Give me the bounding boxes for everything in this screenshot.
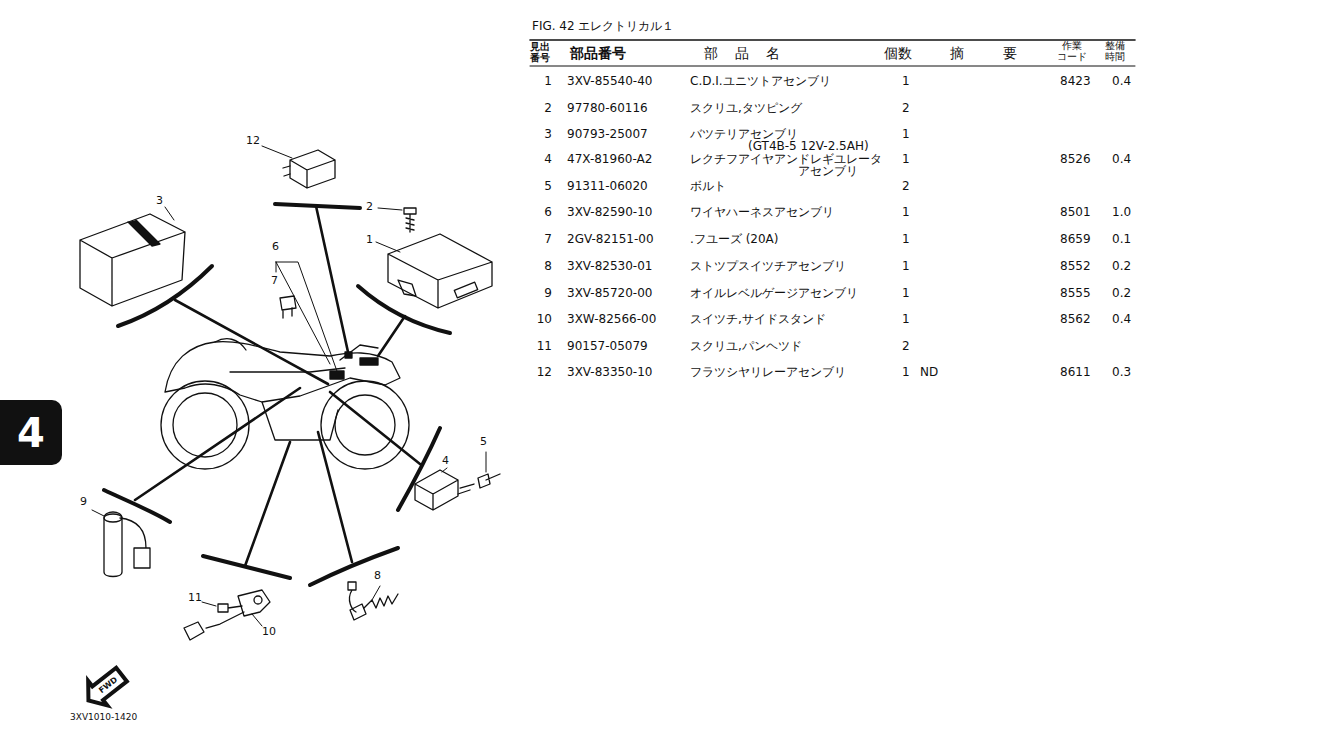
part-name: ワイヤハーネスアセンブリ — [690, 206, 834, 220]
quantity: 1 — [902, 260, 910, 274]
ref-number: 7 — [528, 233, 552, 247]
work-code: 8423 — [1060, 75, 1091, 89]
callout-number: 10 — [262, 626, 276, 639]
callout-number: 3 — [156, 195, 163, 208]
ref-number: 2 — [528, 102, 552, 116]
work-code: 8555 — [1060, 287, 1091, 301]
part-name: ボルト — [690, 180, 726, 194]
quantity: 2 — [902, 180, 910, 194]
work-time: 0.3 — [1112, 366, 1131, 380]
quantity: 1 — [902, 313, 910, 327]
part-number: 90157-05079 — [567, 340, 648, 354]
quantity: 1 — [902, 206, 910, 220]
callout-number: 9 — [80, 496, 87, 509]
part-name: C.D.I.ユニツトアセンブリ — [690, 75, 831, 89]
work-code: 8552 — [1060, 260, 1091, 274]
callout-number: 2 — [366, 201, 373, 214]
ref-number: 10 — [528, 313, 552, 327]
callout-number: 4 — [442, 455, 449, 468]
table-header: 見出 番号 — [530, 42, 551, 63]
part-number: 3XV-82590-10 — [567, 206, 652, 220]
part-name: ストツプスイツチアセンブリ — [690, 260, 846, 274]
work-code: 8611 — [1060, 366, 1091, 380]
work-code: 8526 — [1060, 153, 1091, 167]
work-time: 0.4 — [1112, 153, 1131, 167]
quantity: 1 — [902, 153, 910, 167]
quantity: 2 — [902, 102, 910, 116]
work-time: 0.2 — [1112, 287, 1131, 301]
ref-number: 12 — [528, 366, 552, 380]
quantity: 2 — [902, 340, 910, 354]
table-header: 個数 — [884, 45, 912, 61]
table-header: 摘要 — [950, 45, 1056, 61]
ref-number: 4 — [528, 153, 552, 167]
quantity: 1 — [902, 233, 910, 247]
callout-number: 7 — [271, 275, 278, 288]
work-time: 0.4 — [1112, 75, 1131, 89]
quantity: 1 — [902, 128, 910, 142]
section-tab: 4 — [0, 400, 62, 465]
ref-number: 11 — [528, 340, 552, 354]
part-number: 91311-06020 — [567, 180, 648, 194]
part-name: スクリユ,パンヘツド — [690, 340, 802, 354]
work-time: 1.0 — [1112, 206, 1131, 220]
quantity: 1 — [902, 366, 910, 380]
callout-number: 5 — [480, 436, 487, 449]
part-number: 3XV-82530-01 — [567, 260, 652, 274]
section-number: 4 — [17, 413, 45, 453]
part-spec: (GT4B-5 12V-2.5AH) — [748, 140, 869, 154]
work-time: 0.4 — [1112, 313, 1131, 327]
page-code: 3XV1010-1420 — [70, 712, 137, 722]
table-header: 整備 時間 — [1104, 41, 1126, 62]
table-header: 部品番号 — [570, 45, 626, 61]
work-code: 8562 — [1060, 313, 1091, 327]
ref-number: 6 — [528, 206, 552, 220]
part-number: 3XV-83350-10 — [567, 366, 652, 380]
part-name: アセンブリ — [798, 165, 858, 179]
part-name: フラツシヤリレーアセンブリ — [690, 366, 846, 380]
work-time: 0.2 — [1112, 260, 1131, 274]
remark: ND — [920, 366, 938, 380]
part-number: 3XV-85540-40 — [567, 75, 652, 89]
quantity: 1 — [902, 75, 910, 89]
part-name: オイルレベルゲージアセンブリ — [690, 287, 858, 301]
table-header: 作業 コード — [1056, 41, 1088, 62]
table-header: 部品名 — [704, 45, 796, 61]
callout-number: 1 — [366, 234, 373, 247]
callout-number: 8 — [374, 570, 381, 583]
ref-number: 8 — [528, 260, 552, 274]
part-number: 90793-25007 — [567, 128, 648, 142]
ref-number: 1 — [528, 75, 552, 89]
part-name: .フユーズ (20A) — [690, 233, 778, 247]
part-number: 3XV-85720-00 — [567, 287, 652, 301]
part-number: 47X-81960-A2 — [567, 153, 652, 167]
part-number: 2GV-82151-00 — [567, 233, 654, 247]
part-name: スクリユ,タツピング — [690, 102, 802, 116]
part-number: 97780-60116 — [567, 102, 648, 116]
ref-number: 3 — [528, 128, 552, 142]
callout-number: 6 — [272, 241, 279, 254]
quantity: 1 — [902, 287, 910, 301]
forward-arrow: FWD — [79, 662, 131, 712]
callout-number: 12 — [246, 135, 260, 148]
work-code: 8501 — [1060, 206, 1091, 220]
ref-number: 5 — [528, 180, 552, 194]
work-code: 8659 — [1060, 233, 1091, 247]
figure-title: FIG. 42 エレクトリカル１ — [532, 20, 674, 34]
part-name: スイツチ,サイドスタンド — [690, 313, 826, 327]
part-number: 3XW-82566-00 — [567, 313, 656, 327]
work-time: 0.1 — [1112, 233, 1131, 247]
ref-number: 9 — [528, 287, 552, 301]
callout-number: 11 — [188, 592, 202, 605]
